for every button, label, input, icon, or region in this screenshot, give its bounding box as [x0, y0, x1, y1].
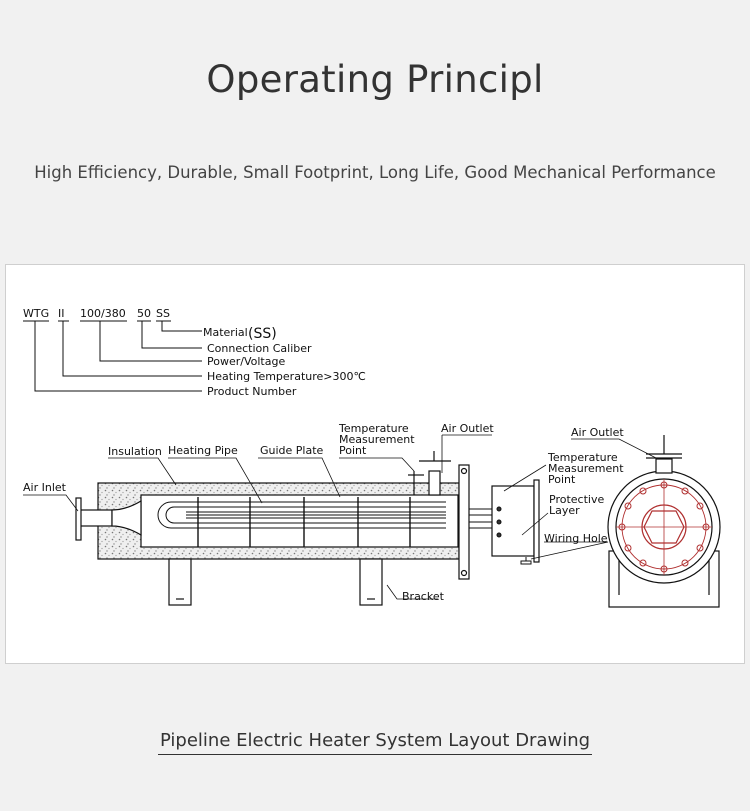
label-insulation: Insulation: [108, 445, 162, 458]
legend-heating-temp: Heating Temperature>300℃: [207, 370, 366, 383]
legend-material: Material: [203, 326, 248, 339]
label-temp-right-2: Measurement: [548, 462, 624, 475]
legend-power: Power/Voltage: [207, 355, 285, 368]
label-temp-point-1: Temperature: [338, 422, 409, 435]
page-subtitle: High Efficiency, Durable, Small Footprin…: [34, 163, 716, 182]
label-wiring-hole: Wiring Hole: [544, 532, 608, 545]
label-temp-point-2: Measurement: [339, 433, 415, 446]
label-air-outlet: Air Outlet: [441, 422, 494, 435]
code-material: SS: [156, 307, 170, 320]
label-air-inlet: Air Inlet: [23, 481, 67, 494]
drawing-caption: Pipeline Electric Heater System Layout D…: [157, 730, 593, 755]
layout-drawing-panel: WTG II 100/380 50 SS Material (SS) Conne…: [5, 264, 745, 664]
legend-connection: Connection Caliber: [207, 342, 312, 355]
label-bracket: Bracket: [402, 590, 445, 603]
label-guide-plate: Guide Plate: [260, 444, 324, 457]
heater-diagram: WTG II 100/380 50 SS Material (SS) Conne…: [23, 307, 721, 608]
label-temp-right-1: Temperature: [547, 451, 618, 464]
label-air-outlet-right: Air Outlet: [571, 426, 624, 439]
label-protective-1: Protective: [549, 493, 604, 506]
code-prefix: WTG: [23, 307, 49, 320]
label-heating-pipe: Heating Pipe: [168, 444, 238, 457]
label-temp-right-3: Point: [548, 473, 576, 486]
code-caliber: 50: [137, 307, 151, 320]
end-view: [607, 435, 721, 608]
model-code-legend: WTG II 100/380 50 SS: [23, 307, 202, 392]
page-title: Operating Principl: [206, 58, 544, 101]
label-temp-point-3: Point: [339, 444, 367, 457]
legend-product-number: Product Number: [207, 385, 297, 398]
legend-material-ss: (SS): [248, 326, 277, 342]
drawing-caption-wrap: Pipeline Electric Heater System Layout D…: [0, 730, 750, 755]
callout-lines: [23, 434, 657, 600]
code-voltage: 100/380: [80, 307, 126, 320]
label-protective-2: Layer: [549, 504, 580, 517]
heater-body: [75, 451, 540, 606]
code-roman: II: [58, 307, 65, 320]
